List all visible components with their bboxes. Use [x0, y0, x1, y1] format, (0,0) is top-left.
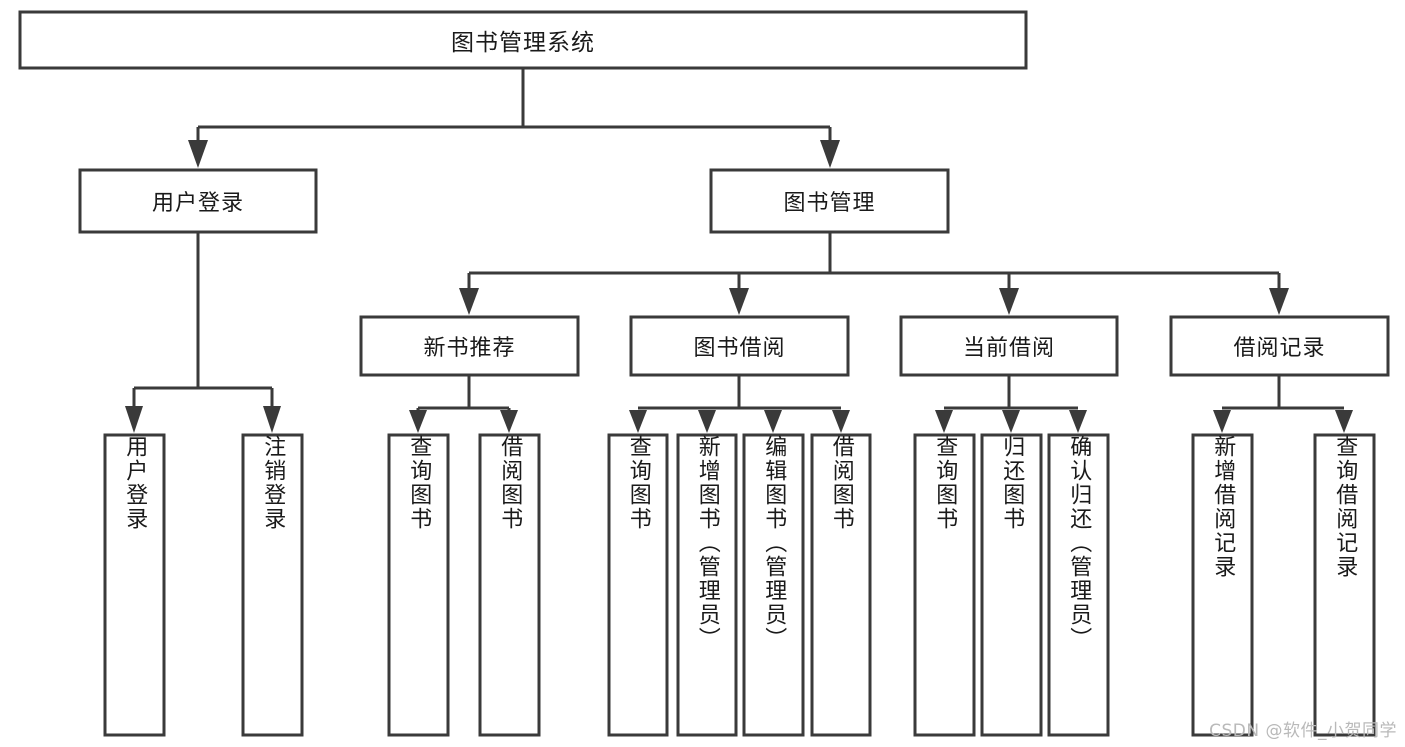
node-box-leaf-confirm-return[interactable]: [1047, 433, 1110, 737]
node-box-leaf-return-book[interactable]: [980, 433, 1043, 737]
node-box-book-borrow[interactable]: [629, 315, 850, 377]
connector-userlogin-to-leaves: [125, 232, 281, 433]
watermark: CSDN @软件_小贺同学: [1209, 721, 1397, 741]
node-box-leaf-user-login[interactable]: [103, 433, 166, 737]
node-box-leaf-query-record[interactable]: [1313, 433, 1376, 737]
arrow-head-leaf-query-book-borrow: [629, 410, 647, 433]
connector-currentborrow-to-leaves: [935, 375, 1087, 433]
arrow-head-leaf-add-record: [1213, 410, 1231, 433]
arrow-head-book-manage: [820, 140, 840, 168]
node-box-leaf-edit-book[interactable]: [742, 433, 805, 737]
arrow-head-new-book: [459, 288, 479, 315]
arrow-head-leaf-query-record: [1335, 410, 1353, 433]
connector-borrowrecord-to-leaves: [1213, 375, 1353, 433]
node-box-borrow-record[interactable]: [1169, 315, 1390, 377]
arrow-head-leaf-add-book: [698, 410, 716, 433]
arrow-head-leaf-borrow-book: [832, 410, 850, 433]
node-box-user-login[interactable]: [78, 168, 318, 234]
arrow-head-leaf-query-book-cur: [935, 410, 953, 433]
arrow-head-leaf-return-book: [1002, 410, 1020, 433]
connector-newbook-to-leaves: [409, 375, 518, 433]
arrow-head-leaf-edit-book: [764, 410, 782, 433]
node-box-leaf-query-book-new[interactable]: [387, 433, 450, 737]
arrow-head-current-borrow: [999, 288, 1019, 315]
node-box-root[interactable]: [18, 10, 1028, 70]
arrow-head-borrow-record: [1269, 288, 1289, 315]
node-box-leaf-query-book-borrow[interactable]: [607, 433, 669, 737]
node-box-leaf-logout[interactable]: [241, 433, 304, 737]
node-box-leaf-add-record[interactable]: [1191, 433, 1254, 737]
node-box-leaf-query-book-cur[interactable]: [913, 433, 976, 737]
arrow-head-leaf-confirm-return: [1069, 410, 1087, 433]
arrow-head-user-login: [188, 140, 208, 168]
connector-bookborrow-to-leaves: [629, 375, 850, 433]
arrow-head-leaf-logout: [263, 406, 281, 433]
connector-root-to-level2: [188, 68, 840, 168]
arrow-head-leaf-query-book-new: [409, 410, 427, 433]
node-box-book-manage[interactable]: [709, 168, 950, 234]
arrow-head-book-borrow: [729, 288, 749, 315]
node-box-current-borrow[interactable]: [899, 315, 1119, 377]
node-box-leaf-borrow-book[interactable]: [810, 433, 872, 737]
arrow-head-leaf-borrow-book-new: [500, 410, 518, 433]
node-box-new-book-rec[interactable]: [359, 315, 580, 377]
node-box-leaf-borrow-book-new[interactable]: [478, 433, 541, 737]
node-box-leaf-add-book[interactable]: [676, 433, 738, 737]
arrow-head-leaf-user-login: [125, 406, 143, 433]
connector-bookmanage-to-level3: [459, 232, 1289, 315]
